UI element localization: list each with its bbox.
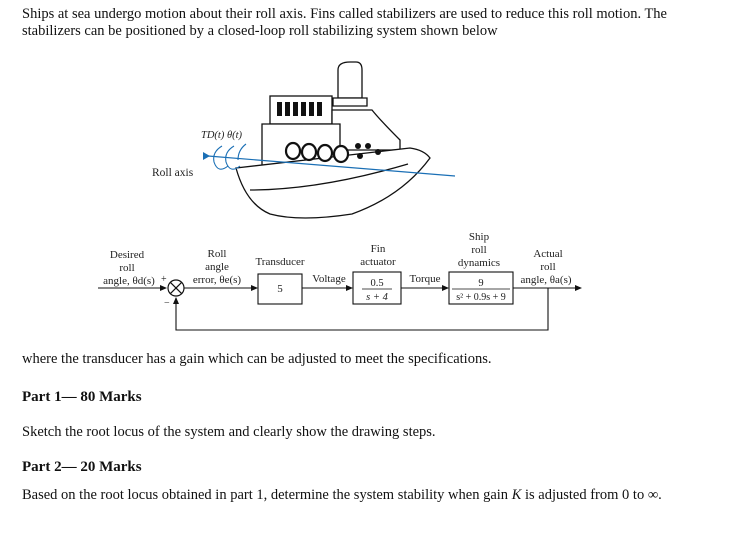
output-label-line2: roll — [540, 261, 555, 273]
output-label-line1: Actual — [533, 248, 562, 260]
input-label-line1: Desired — [110, 249, 145, 261]
fin-actuator-numerator: 0.5 — [370, 278, 383, 289]
fin-actuator-label-line1: Fin — [371, 243, 386, 255]
summing-junction — [167, 279, 185, 297]
torque-label: Torque — [410, 273, 441, 285]
fin-actuator-label-line2: actuator — [360, 256, 396, 268]
ship-dynamics-label-line2: roll — [471, 244, 486, 256]
fin-actuator-block — [352, 271, 402, 305]
ship-dynamics-block — [448, 271, 514, 305]
part2-text-after: is adjusted from 0 to ∞. — [521, 487, 662, 503]
part2-text-before: Based on the root locus obtained in part… — [22, 487, 512, 503]
figure: TD(t) θ(t) Roll axis Desired roll angle,… — [98, 61, 582, 331]
ship-dynamics-label-line1: Ship — [469, 231, 490, 243]
error-label-line1: Roll — [208, 248, 227, 260]
part1-heading: Part 1— 80 Marks — [22, 389, 142, 405]
block-diagram: Desired roll angle, θd(s) + − Roll angle… — [98, 231, 582, 331]
transducer-gain: 5 — [277, 283, 283, 295]
ship-illustration — [235, 61, 431, 219]
input-label-line3: angle, θd(s) — [103, 275, 155, 287]
voltage-label: Voltage — [312, 273, 346, 285]
gain-symbol: K — [511, 487, 522, 503]
transducer-sentence: where the transducer has a gain which ca… — [22, 351, 492, 367]
transducer-block — [257, 273, 303, 305]
minus-sign: − — [164, 298, 170, 309]
error-label-line2: angle — [205, 261, 229, 273]
part2-text: Based on the root locus obtained in part… — [22, 487, 662, 504]
transducer-label: Transducer — [255, 256, 304, 268]
disturbance-label: TD(t) θ(t) — [201, 130, 243, 141]
ship-dynamics-label-line3: dynamics — [458, 257, 500, 269]
part1-text: Sketch the root locus of the system and … — [22, 424, 436, 440]
input-label-line2: roll — [119, 262, 134, 274]
error-label-line3: error, θe(s) — [193, 274, 242, 286]
roll-axis-label: Roll axis — [152, 167, 194, 179]
roll-axis — [203, 152, 456, 177]
plus-sign: + — [161, 274, 167, 285]
fin-actuator-denominator: s + 4 — [366, 292, 388, 303]
roll-rotation-arrows — [213, 143, 247, 170]
output-label-line3: angle, θa(s) — [520, 274, 571, 286]
ship-dynamics-denominator: s² + 0.9s + 9 — [456, 292, 506, 303]
feedback-path — [175, 288, 549, 331]
part2-heading: Part 2— 20 Marks — [22, 459, 142, 475]
ship-dynamics-numerator: 9 — [478, 278, 483, 289]
intro-paragraph: Ships at sea undergo motion about their … — [22, 6, 667, 39]
